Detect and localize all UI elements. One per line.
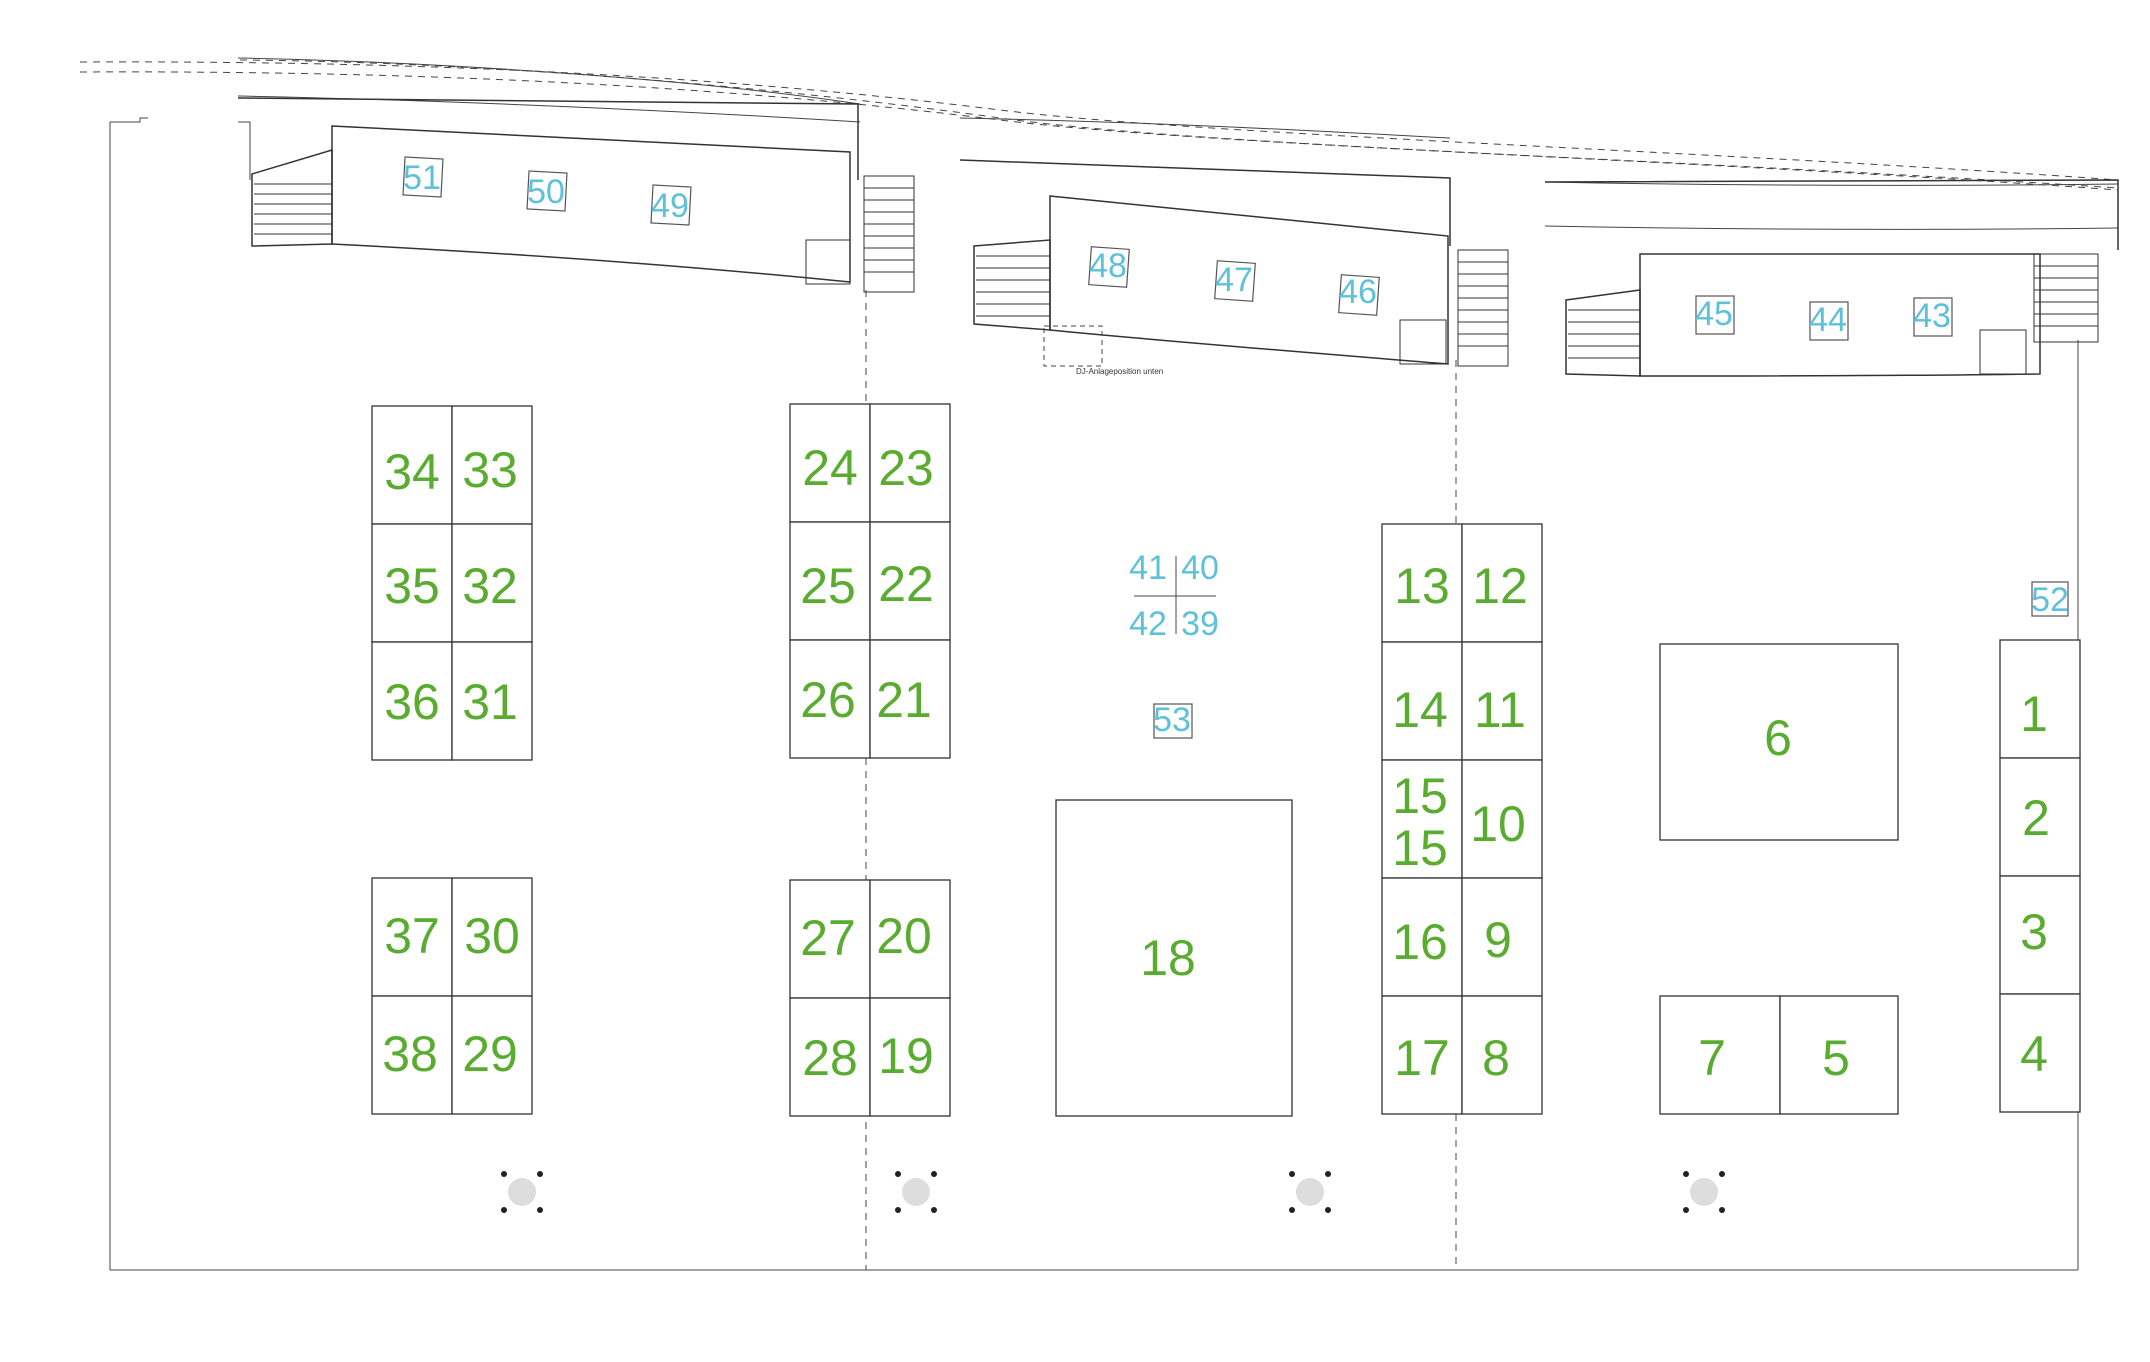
column-3 <box>1296 1178 1324 1206</box>
stage-middle: DJ-Anlageposition unten <box>959 159 1509 376</box>
green-booth-labels: 34 33 35 32 36 31 37 30 38 29 24 23 25 2… <box>382 440 2050 1086</box>
column-corner-mark <box>1719 1207 1725 1213</box>
stage-note: DJ-Anlageposition unten <box>1076 367 1163 376</box>
booth-36-label: 36 <box>384 674 440 730</box>
booth-33-label: 33 <box>462 442 518 498</box>
column-corner-mark <box>895 1207 901 1213</box>
booth-20-label: 20 <box>876 908 932 964</box>
booth-8-label: 8 <box>1482 1030 1510 1086</box>
booth-7-label: 7 <box>1698 1030 1726 1086</box>
booth-11-label: 11 <box>1474 682 1526 738</box>
stairs-left-2 <box>863 175 915 293</box>
booth-outlines <box>371 403 2081 1117</box>
column-corner-mark <box>931 1207 937 1213</box>
booth-13-label: 13 <box>1394 558 1450 614</box>
booth-34-label: 34 <box>384 444 440 500</box>
stairs-middle-2 <box>1457 249 1509 367</box>
booth-25-label: 25 <box>800 558 856 614</box>
booth-3-label: 3 <box>2020 904 2048 960</box>
booth-38-label: 38 <box>382 1026 438 1082</box>
booth-39-label: 39 <box>1181 605 1219 643</box>
booth-14-label: 14 <box>1392 682 1448 738</box>
booth-17-label: 17 <box>1394 1030 1450 1086</box>
booth-12-label: 12 <box>1472 558 1528 614</box>
column-corner-mark <box>1325 1207 1331 1213</box>
stairs-left-1 <box>254 183 332 235</box>
booth-23-label: 23 <box>878 440 934 496</box>
stairs-right-1 <box>1568 309 1640 359</box>
booth-40-label: 40 <box>1181 549 1219 587</box>
column-corner-mark <box>1683 1171 1689 1177</box>
column-corner-mark <box>1289 1171 1295 1177</box>
booth-42-label: 42 <box>1129 605 1167 643</box>
booth-28-label: 28 <box>802 1030 858 1086</box>
booth-15-top-label: 15 <box>1392 768 1448 824</box>
booth-19-label: 19 <box>878 1028 934 1084</box>
booth-37-label: 37 <box>384 908 440 964</box>
booth-22-label: 22 <box>878 556 934 612</box>
column-corner-mark <box>1289 1207 1295 1213</box>
column-1 <box>508 1178 536 1206</box>
column-corner-mark <box>501 1207 507 1213</box>
booth-6-label: 6 <box>1764 710 1792 766</box>
booth-32-label: 32 <box>462 558 518 614</box>
column-corner-mark <box>1325 1171 1331 1177</box>
booth-29-label: 29 <box>462 1026 518 1082</box>
booth-48-label: 48 <box>1089 247 1127 285</box>
booth-15-bottom-label: 15 <box>1392 820 1448 876</box>
column-corner-mark <box>537 1171 543 1177</box>
booth-18-label: 18 <box>1140 930 1196 986</box>
booth-30-label: 30 <box>464 908 520 964</box>
booth-21-label: 21 <box>876 672 932 728</box>
booth-47-label: 47 <box>1215 261 1253 299</box>
stairs-middle-1 <box>976 255 1050 317</box>
booth-24-label: 24 <box>802 440 858 496</box>
stage-left <box>237 97 915 293</box>
booth-2-label: 2 <box>2022 790 2050 846</box>
column-corner-mark <box>1719 1171 1725 1177</box>
column-corner-mark <box>501 1171 507 1177</box>
column-corner-mark <box>1683 1207 1689 1213</box>
booth-35-label: 35 <box>384 558 440 614</box>
booth-16-label: 16 <box>1392 914 1448 970</box>
columns <box>501 1171 1725 1213</box>
booth-43-label: 43 <box>1913 297 1951 335</box>
booth-1-label: 1 <box>2020 686 2048 742</box>
column-2 <box>902 1178 930 1206</box>
booth-44-label: 44 <box>1809 301 1847 339</box>
blue-booth-labels: 51 50 49 48 47 46 45 44 43 41 40 42 39 5… <box>403 159 2069 739</box>
booth-49-label: 49 <box>651 187 689 225</box>
booth-5-label: 5 <box>1822 1030 1850 1086</box>
booth-27-label: 27 <box>800 910 856 966</box>
column-corner-mark <box>537 1207 543 1213</box>
stairs-right-2 <box>2033 253 2099 343</box>
booth-4-label: 4 <box>2020 1026 2048 1082</box>
booth-41-label: 41 <box>1129 549 1167 587</box>
stage-right <box>1544 179 2119 377</box>
booth-9-label: 9 <box>1484 912 1512 968</box>
booth-26-label: 26 <box>800 672 856 728</box>
booth-10-label: 10 <box>1470 796 1526 852</box>
roof-outline <box>79 57 2119 230</box>
booth-46-label: 46 <box>1339 273 1377 311</box>
booth-53-label: 53 <box>1153 701 1191 739</box>
booth-50-label: 50 <box>527 173 565 211</box>
column-4 <box>1690 1178 1718 1206</box>
booth-31-label: 31 <box>462 674 518 730</box>
booth-52-label: 52 <box>2031 581 2069 619</box>
small-booth-boxes <box>402 156 2069 739</box>
booth-51-label: 51 <box>403 159 441 197</box>
column-corner-mark <box>895 1171 901 1177</box>
column-corner-mark <box>931 1171 937 1177</box>
booth-45-label: 45 <box>1695 295 1733 333</box>
